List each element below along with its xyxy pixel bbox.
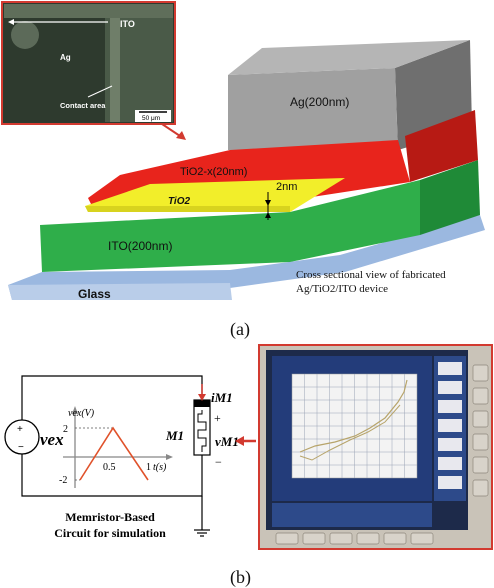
ito-label: ITO(200nm) [108,239,172,253]
device-description-line1: Cross sectional view of fabricated [296,269,446,281]
graph-tick-05: 0.5 [103,462,116,473]
source-plus: + [17,424,23,435]
caption-b: (b) [230,567,251,588]
ag-layer [228,68,398,150]
memristor-band [194,400,210,407]
circuit-caption-line2: Circuit for simulation [54,526,166,540]
thickness-label: 2nm [276,181,297,193]
inset-scalebar-label: 50 μm [142,115,160,122]
graph-ylabel: vex(V) [68,408,95,419]
circuit-wire [22,376,202,420]
ag-label: Ag(200nm) [290,95,349,109]
voltage-minus: − [215,455,222,469]
inset-top-band [4,4,173,18]
current-label: iM1 [211,390,233,405]
oscilloscope-photo [259,345,492,549]
graph-tick-2: 2 [63,424,68,435]
circuit-caption-line1: Memristor-Based [65,510,155,524]
scope-softkeys [438,362,462,489]
glass-label: Glass [78,287,111,301]
circuit-wire-bottom [22,454,202,496]
inset-contact-label: Contact area [60,101,106,110]
memristor-label: M1 [165,428,184,443]
graph-xlabel: t(s) [153,462,167,473]
graph-tick-1: 1 [146,462,151,473]
inset-ito-label: ITO [120,19,135,29]
graph-x-arrow [166,454,173,460]
source-minus: − [18,442,24,453]
inset-pointer-line [162,124,180,136]
tio2x-label: TiO2-x(20nm) [180,166,247,178]
caption-a: (a) [230,319,250,340]
glass-layer-front [8,283,232,300]
inset-ag-label: Ag [60,53,71,62]
graph-tick-neg2: -2 [59,475,67,486]
voltage-label: vM1 [215,434,239,449]
source-label: vex [40,430,64,449]
scope-bottom-keys [272,503,432,527]
inset-contact-band [110,4,120,122]
inset-glare [11,21,39,49]
device-description-line2: Ag/TiO2/ITO device [296,283,388,295]
tio2-label: TiO2 [168,196,190,207]
voltage-plus: + [214,411,221,425]
